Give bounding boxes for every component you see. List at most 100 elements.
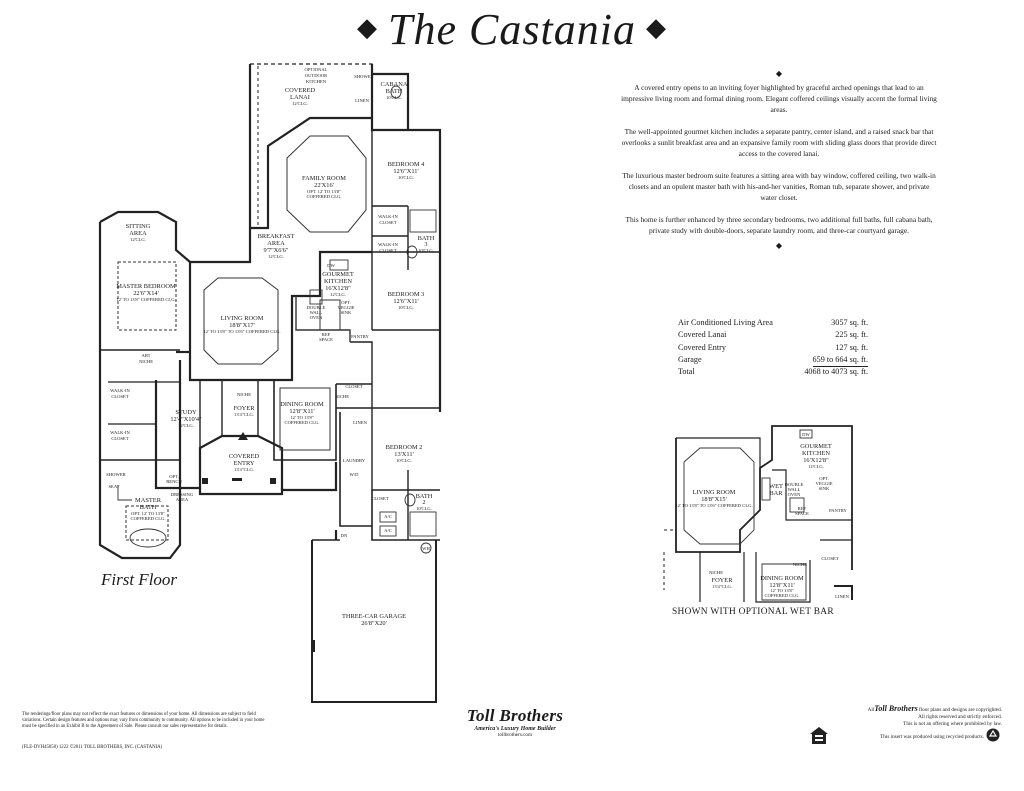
toll-brothers-logo: Toll Brothers America's Luxury Home Buil…: [455, 706, 575, 738]
copyright-brand: Toll Brothers: [874, 704, 918, 713]
svg-text:12'6"X11': 12'6"X11': [393, 168, 418, 175]
svg-text:12'4"X10'4": 12'4"X10'4": [170, 416, 202, 423]
svg-text:18'8"X15': 18'8"X15': [701, 496, 727, 503]
svg-text:10'CLG.: 10'CLG.: [398, 305, 414, 310]
svg-text:WALK-IN: WALK-IN: [110, 388, 130, 393]
svg-text:NICHE: NICHE: [139, 359, 153, 364]
room-bedroom-4: BEDROOM 4 12'6"X11' 10'CLG.: [388, 161, 426, 180]
svg-text:OPT.: OPT.: [341, 300, 351, 305]
svg-text:COVERED: COVERED: [229, 453, 260, 460]
svg-text:OPT.: OPT.: [819, 476, 829, 481]
svg-text:DRESSING: DRESSING: [171, 492, 194, 497]
svg-text:WH: WH: [422, 546, 430, 551]
room-closet-center: CLOSET: [345, 384, 363, 389]
option-room-dining: NICHE DINING ROOM 12'8"X11' 12' TO 13'8"…: [760, 562, 849, 599]
svg-text:FOYER: FOYER: [234, 405, 256, 412]
svg-text:3: 3: [424, 241, 427, 248]
svg-text:10'CLG.: 10'CLG.: [416, 506, 432, 511]
room-study: STUDY 12'4"X10'4" 12'CLG.: [170, 409, 202, 428]
description-paragraph: The luxurious master bedroom suite featu…: [622, 171, 936, 202]
svg-text:CABANA: CABANA: [381, 81, 408, 88]
room-covered-entry: COVERED ENTRY 13'4"CLG.: [229, 453, 260, 472]
room-walk-in-closets-right: WALK-IN CLOSET WALK-IN CLOSET: [378, 214, 398, 253]
option-room-wet-bar: WET BAR: [769, 483, 783, 497]
svg-text:KITCHEN: KITCHEN: [802, 450, 830, 457]
svg-text:DW: DW: [802, 432, 810, 437]
svg-text:22'6"X14': 22'6"X14': [133, 290, 159, 297]
option-caption: SHOWN WITH OPTIONAL WET BAR: [672, 607, 834, 617]
room-art-niche: ART NICHE: [139, 353, 153, 364]
svg-text:12' TO 13'8" TO 13'6" COFFERED: 12' TO 13'8" TO 13'6" COFFERED CLG.: [675, 503, 752, 508]
copyright-block: AllToll Brothers floor plans and designs…: [842, 705, 1002, 741]
svg-text:12' TO 13'8": 12' TO 13'8": [290, 415, 313, 420]
svg-text:COFFERED CLG.: COFFERED CLG.: [765, 593, 800, 598]
svg-text:22'X16': 22'X16': [314, 182, 334, 189]
room-bath-2: CLOSET BATH 2 10'CLG.: [371, 493, 432, 511]
svg-text:CLOSET: CLOSET: [379, 220, 397, 225]
room-living: LIVING ROOM 18'8"X17' 12' TO 13'8" TO 13…: [203, 315, 280, 334]
svg-text:SPACE: SPACE: [319, 337, 333, 342]
room-dining: NICHE DINING ROOM 12'8"X11' 12' TO 13'8"…: [280, 394, 349, 425]
svg-text:SEAT: SEAT: [109, 484, 120, 489]
svg-text:BEDROOM 3: BEDROOM 3: [388, 291, 425, 298]
svg-text:12'CLG.: 12'CLG.: [808, 464, 824, 469]
description: ◆ A covered entry opens to an inviting f…: [620, 68, 938, 254]
svg-text:LIVING ROOM: LIVING ROOM: [693, 489, 736, 496]
svg-text:A/C: A/C: [384, 528, 392, 533]
svg-text:16'X12'8": 16'X12'8": [325, 285, 351, 292]
svg-text:BATH: BATH: [140, 504, 157, 511]
svg-text:CLOSET: CLOSET: [111, 394, 129, 399]
svg-text:MASTER: MASTER: [135, 497, 162, 504]
recycle-icon: [986, 728, 1000, 742]
svg-text:9'7"X6'6": 9'7"X6'6": [264, 247, 289, 254]
svg-text:THREE-CAR GARAGE: THREE-CAR GARAGE: [342, 613, 406, 620]
description-paragraph: The well-appointed gourmet kitchen inclu…: [621, 127, 937, 158]
svg-text:SHOWER: SHOWER: [354, 74, 374, 79]
svg-text:DOUBLE: DOUBLE: [785, 482, 804, 487]
description-paragraph: A covered entry opens to an inviting foy…: [621, 83, 937, 114]
svg-text:SHOWER: SHOWER: [106, 472, 126, 477]
svg-text:COFFERED CLG.: COFFERED CLG.: [131, 516, 166, 521]
svg-text:12'CLG.: 12'CLG.: [292, 101, 308, 106]
disclaimer: The renderings/floor plans may not refle…: [22, 712, 265, 729]
svg-text:PANTRY: PANTRY: [829, 508, 847, 513]
option-room-kitchen: DW GOURMET KITCHEN 16'X12'8" 12'CLG. DOU…: [785, 432, 848, 516]
description-diamond-icon: ◆: [775, 69, 783, 78]
floor-label: First Floor: [101, 570, 178, 589]
svg-text:SITTING: SITTING: [126, 223, 151, 230]
description-diamond-icon: ◆: [775, 241, 783, 250]
svg-text:16'X12'8": 16'X12'8": [803, 457, 829, 464]
option-room-living: LIVING ROOM 18'8"X15' 12' TO 13'8" TO 13…: [675, 489, 752, 508]
page-title: ◆The Castania◆: [0, 4, 1024, 55]
svg-text:AREA: AREA: [129, 230, 147, 237]
svg-text:OPT. 12' TO 13'8": OPT. 12' TO 13'8": [131, 511, 165, 516]
svg-text:LINEN: LINEN: [353, 420, 367, 425]
recycled-text: This insert was produced using recycled …: [880, 734, 984, 740]
svg-text:DN: DN: [341, 533, 348, 538]
room-bedroom-3: BEDROOM 3 12'6"X11' 10'CLG.: [388, 291, 425, 310]
brand-name: Toll Brothers: [466, 706, 564, 725]
svg-text:ENTRY: ENTRY: [234, 460, 255, 467]
svg-text:WALL: WALL: [788, 487, 801, 492]
svg-text:18'8"X17': 18'8"X17': [229, 322, 255, 329]
svg-text:MASTER BEDROOM: MASTER BEDROOM: [116, 283, 176, 290]
brand-tagline: America's Luxury Home Builder: [474, 726, 556, 732]
svg-text:STUDY: STUDY: [175, 409, 197, 416]
svg-text:NICHE: NICHE: [237, 392, 251, 397]
svg-text:CLOSET: CLOSET: [111, 436, 129, 441]
svg-text:VEGGIE: VEGGIE: [337, 305, 354, 310]
svg-text:COFFERED CLG.: COFFERED CLG.: [285, 420, 320, 425]
svg-text:OPT.: OPT.: [169, 474, 179, 479]
svg-text:VEGGIE: VEGGIE: [815, 481, 832, 486]
svg-text:GOURMET: GOURMET: [800, 443, 832, 450]
svg-text:2: 2: [422, 499, 425, 506]
rights-text: All rights reserved and strictly enforce…: [918, 714, 1002, 720]
svg-text:WALK-IN: WALK-IN: [110, 430, 130, 435]
svg-text:CLOSET: CLOSET: [371, 496, 389, 501]
